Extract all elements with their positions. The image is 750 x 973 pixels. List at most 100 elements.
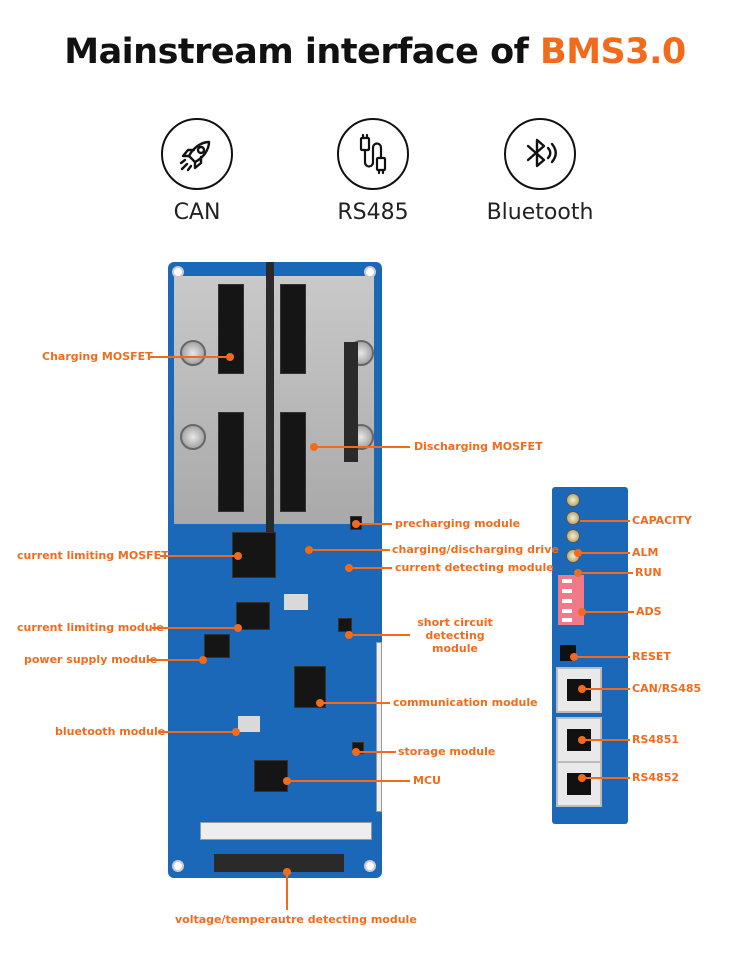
callout-line	[160, 555, 236, 557]
callout-line	[350, 634, 410, 636]
callout-dot	[352, 748, 360, 756]
label-rs4851: RS4851	[632, 733, 680, 746]
callout-dot	[574, 549, 582, 557]
ic-chip	[338, 618, 352, 632]
callout-dot	[283, 777, 291, 785]
label-sticker	[284, 594, 308, 610]
label-ads: ADS	[636, 605, 662, 618]
mosfet-group	[218, 412, 244, 512]
callout-line	[316, 446, 410, 448]
label-voltage-temperature-detecting-module: voltage/temperautre detecting module	[175, 913, 417, 926]
mcu-chip	[254, 760, 288, 792]
capacity-led	[566, 511, 580, 525]
callout-dot	[283, 868, 291, 876]
bluetooth-icon	[504, 118, 576, 190]
label-short-circuit-detecting-module: short circuit detecting module	[417, 616, 493, 655]
callout-dot	[570, 653, 578, 661]
callout-dot	[234, 552, 242, 560]
can-rs485-port[interactable]	[556, 667, 602, 713]
callout-dot	[305, 546, 313, 554]
label-charging-discharging-drive: charging/discharging drive	[392, 543, 559, 556]
callout-dot	[345, 564, 353, 572]
callout-line	[158, 731, 234, 733]
callout-line	[580, 520, 630, 522]
callout-line	[358, 751, 396, 753]
callout-dot	[232, 728, 240, 736]
callout-dot	[578, 608, 586, 616]
label-discharging-mosfet: Discharging MOSFET	[414, 440, 543, 453]
callout-line	[152, 627, 236, 629]
title-main: Mainstream interface of	[64, 32, 541, 72]
resistor-row	[200, 822, 372, 840]
callout-line	[288, 780, 410, 782]
label-run: RUN	[635, 566, 662, 579]
label-communication-module: communication module	[393, 696, 538, 709]
interface-side-board	[552, 487, 628, 824]
label-current-limiting-mosfet: current limiting MOSFET	[17, 549, 169, 562]
label-storage-module: storage module	[398, 745, 496, 758]
label-capacity: CAPACITY	[632, 514, 692, 527]
center-busbar	[266, 262, 274, 532]
mount-hole	[172, 860, 184, 872]
usb-cable-icon	[337, 118, 409, 190]
interface-can: CAN	[127, 118, 267, 225]
capacity-led	[566, 493, 580, 507]
label-alm: ALM	[632, 546, 659, 559]
label-charging-mosfet: Charging MOSFET	[42, 350, 153, 363]
bluetooth-chip	[238, 716, 260, 732]
label-current-detecting-module: current detecting module	[395, 561, 554, 574]
power-lug	[180, 340, 206, 366]
callout-dot	[316, 699, 324, 707]
power-lug	[180, 424, 206, 450]
callout-line	[580, 572, 633, 574]
interface-bluetooth: Bluetooth	[470, 118, 610, 225]
callout-dot	[226, 353, 234, 361]
interface-label-rs485: RS485	[337, 200, 409, 225]
label-can-rs485: CAN/RS485	[632, 682, 702, 695]
callout-dot	[574, 569, 582, 577]
callout-line	[150, 356, 228, 358]
label-precharging-module: precharging module	[395, 517, 521, 530]
callout-line	[147, 659, 201, 661]
callout-line	[580, 552, 630, 554]
interface-rs485: RS485	[303, 118, 443, 225]
page-title: Mainstream interface of BMS3.0	[0, 32, 750, 72]
callout-line	[350, 567, 392, 569]
ads-dip-switch[interactable]	[558, 575, 584, 625]
callout-dot	[345, 631, 353, 639]
busbar	[344, 342, 358, 462]
heatsink-plate	[174, 276, 374, 524]
label-current-limiting-module: current limiting module	[17, 621, 164, 634]
callout-line	[286, 874, 288, 910]
ic-chip	[204, 634, 230, 658]
label-reset: RESET	[632, 650, 671, 663]
callout-dot	[310, 443, 318, 451]
callout-line	[584, 739, 630, 741]
callout-line	[358, 523, 392, 525]
label-bluetooth-module: bluetooth module	[55, 725, 166, 738]
mosfet-group	[280, 284, 306, 374]
callout-line	[576, 656, 630, 658]
callout-dot	[234, 624, 242, 632]
ic-chip	[236, 602, 270, 630]
callout-line	[584, 777, 630, 779]
interface-label-can: CAN	[173, 200, 221, 225]
current-limiting-mosfet-chip	[232, 532, 276, 578]
mount-hole	[364, 860, 376, 872]
balance-connector	[214, 854, 344, 872]
callout-line	[322, 702, 390, 704]
callout-line	[584, 688, 630, 690]
label-mcu: MCU	[413, 774, 441, 787]
callout-dot	[578, 774, 586, 782]
title-accent: BMS3.0	[540, 32, 686, 72]
mosfet-group	[280, 412, 306, 512]
callout-dot	[199, 656, 207, 664]
rs4852-port[interactable]	[556, 761, 602, 807]
alm-led	[566, 529, 580, 543]
callout-line	[584, 611, 634, 613]
interface-label-bluetooth: Bluetooth	[486, 200, 594, 225]
rocket-icon	[161, 118, 233, 190]
label-rs4852: RS4852	[632, 771, 680, 784]
label-power-supply-module: power supply module	[24, 653, 158, 666]
callout-dot	[578, 685, 586, 693]
